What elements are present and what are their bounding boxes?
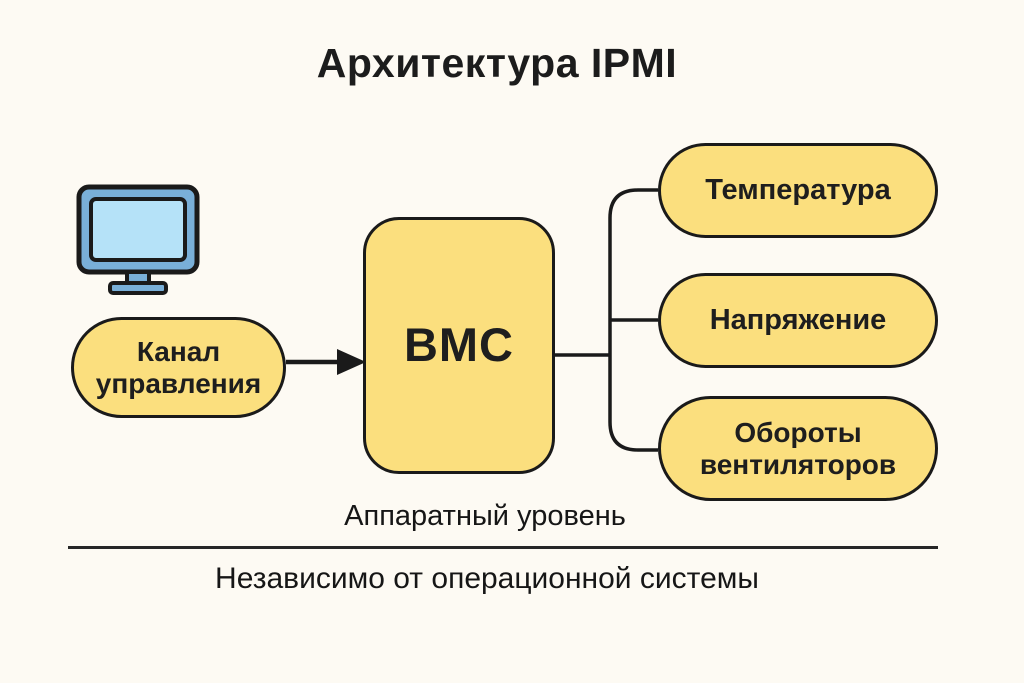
- management-console: [76, 184, 200, 296]
- monitor-icon: [76, 184, 200, 295]
- node-fan-speed: Обороты вентиляторов: [658, 396, 938, 501]
- divider-line: [68, 546, 938, 549]
- hardware-level-label: Аппаратный уровень: [344, 500, 626, 532]
- node-temperature: Температура: [658, 143, 938, 238]
- diagram-title: Архитектура IPMI: [316, 40, 678, 86]
- node-management-channel: Канал управления: [71, 317, 286, 418]
- trunk-bracket: [608, 188, 658, 452]
- node-voltage: Напряжение: [658, 273, 938, 368]
- arrow-channel-to-bmc: [286, 349, 366, 375]
- node-bmc: BMC: [363, 217, 555, 474]
- os-independent-label: Независимо от операционной системы: [215, 562, 759, 595]
